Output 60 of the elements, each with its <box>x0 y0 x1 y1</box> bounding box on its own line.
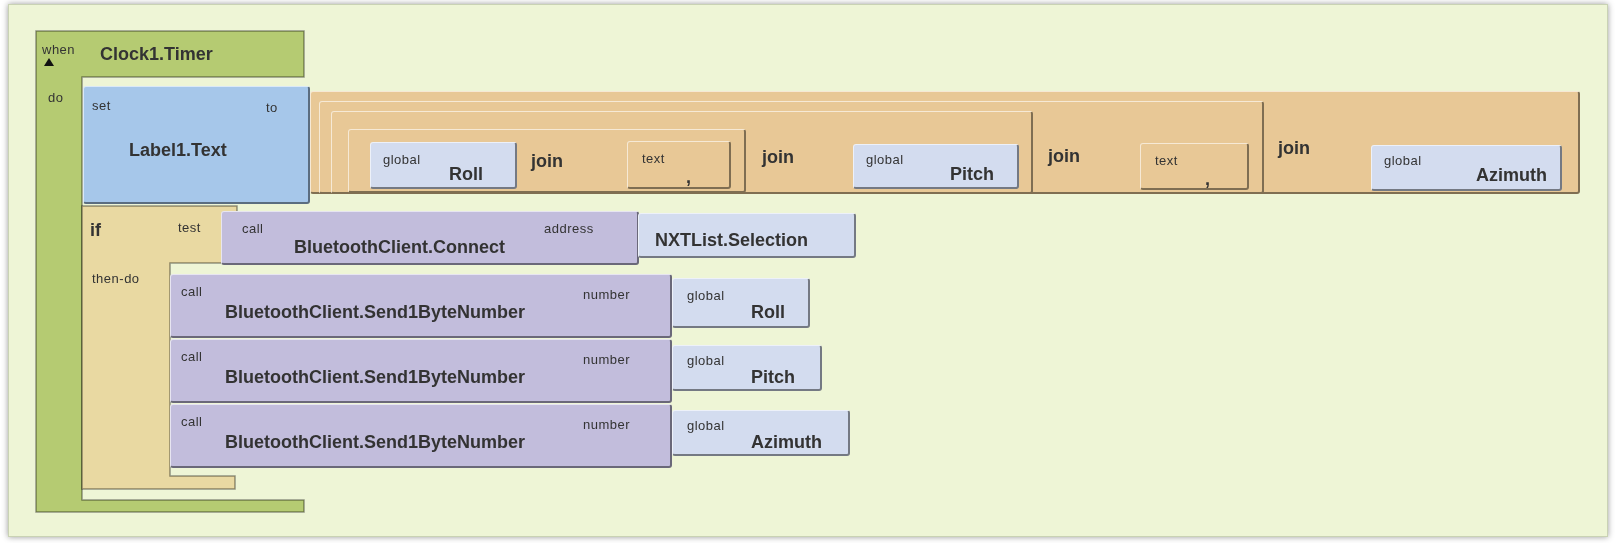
variable-block <box>672 345 822 391</box>
join-block <box>348 129 746 193</box>
block-name: BluetoothClient.Send1ByteNumber <box>225 368 526 386</box>
block-keyword: global <box>687 419 725 432</box>
text-block <box>1140 143 1249 190</box>
block-name: Azimuth <box>1476 166 1547 184</box>
block-keyword: global <box>687 354 725 367</box>
block-name: BluetoothClient.Connect <box>294 238 505 256</box>
block-keyword: then-do <box>92 272 140 285</box>
block-keyword: global <box>866 153 904 166</box>
block-name: join <box>762 148 794 166</box>
block-keyword: number <box>583 288 631 301</box>
block-name: if <box>90 221 101 239</box>
join-block <box>310 91 1580 194</box>
call-block <box>170 274 672 338</box>
block-keyword: global <box>383 153 421 166</box>
block-keyword: text <box>1155 154 1178 167</box>
variable-block <box>853 144 1019 189</box>
block-name: join <box>531 152 563 170</box>
variable-block <box>672 410 850 456</box>
block-name: Roll <box>751 303 785 321</box>
block-keyword: address <box>544 222 594 235</box>
property-block <box>638 213 856 258</box>
text-block <box>627 141 731 189</box>
block-name: Roll <box>449 165 483 183</box>
block-name: BluetoothClient.Send1ByteNumber <box>225 433 526 451</box>
variable-block <box>370 142 517 189</box>
block-keyword: text <box>642 152 665 165</box>
block-keyword: global <box>1384 154 1422 167</box>
call-block <box>170 404 672 468</box>
block-name: Pitch <box>950 165 994 183</box>
block-keyword: to <box>266 101 278 114</box>
block-keyword: when <box>42 43 76 56</box>
block-name: Pitch <box>751 368 795 386</box>
variable-block <box>672 278 810 328</box>
block-name: join <box>1278 139 1310 157</box>
block-name: Label1.Text <box>129 141 227 159</box>
join-block <box>331 111 1033 194</box>
block-name: Azimuth <box>751 433 822 451</box>
block-keyword: do <box>48 91 64 104</box>
block-keyword: set <box>92 99 111 112</box>
join-block <box>319 101 1264 194</box>
block-name: BluetoothClient.Send1ByteNumber <box>225 303 526 321</box>
block-keyword: call <box>181 350 203 363</box>
block-keyword: number <box>583 353 631 366</box>
call-block <box>170 339 672 403</box>
call-block <box>221 211 639 265</box>
variable-block <box>1371 145 1562 191</box>
block-name: , <box>1205 170 1210 188</box>
block-name: NXTList.Selection <box>655 231 809 249</box>
block-name: , <box>686 168 691 186</box>
block-keyword: call <box>242 222 264 235</box>
setter-block <box>83 86 310 204</box>
block-keyword: test <box>178 221 201 234</box>
block-keyword: number <box>583 418 631 431</box>
block-keyword: call <box>181 285 203 298</box>
block-name: join <box>1048 147 1080 165</box>
block-keyword: global <box>687 289 725 302</box>
block-name: Clock1.Timer <box>100 45 213 63</box>
block-keyword: call <box>181 415 203 428</box>
